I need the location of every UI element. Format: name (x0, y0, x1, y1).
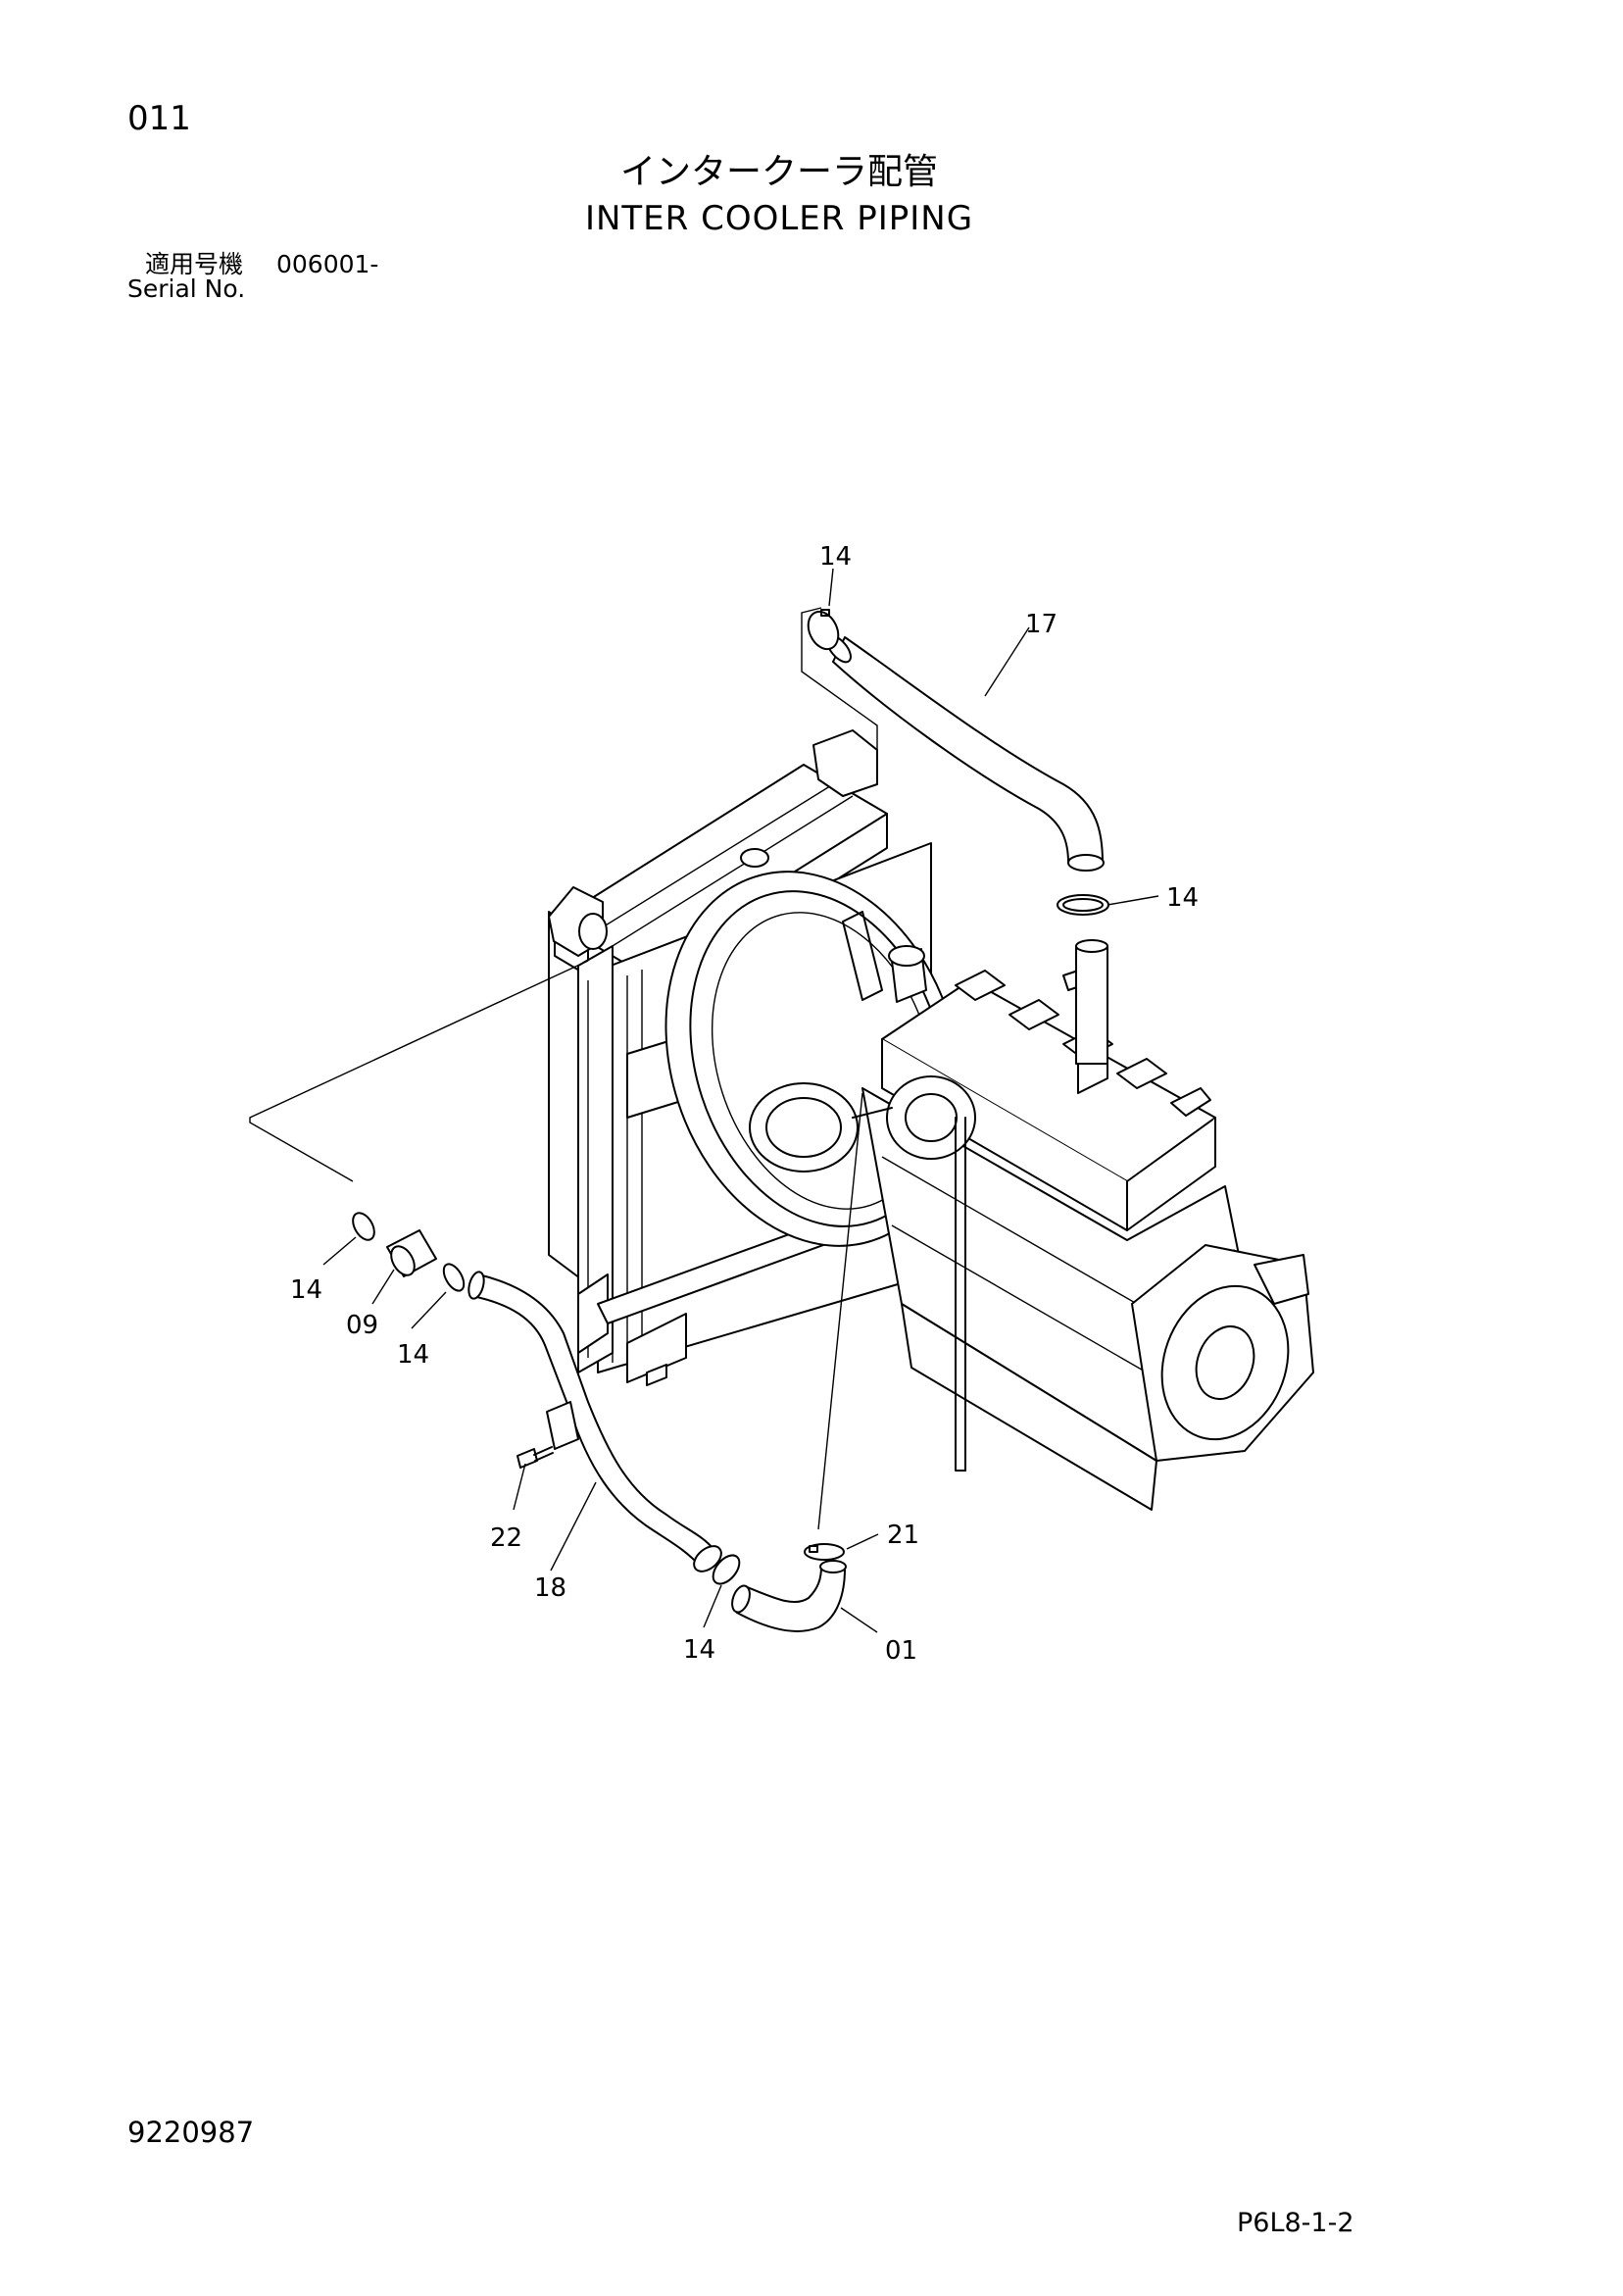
engine-assembly (749, 945, 1314, 1511)
document-number: 9220987 (127, 2116, 255, 2149)
serial-range-value: 006001- (276, 250, 379, 278)
callout-09: 09 (346, 1311, 378, 1340)
flywheel-housing (1131, 1244, 1314, 1462)
callout-22: 22 (490, 1523, 522, 1553)
callout-17: 17 (1025, 610, 1057, 639)
callout-14-bottom: 14 (683, 1635, 715, 1665)
callout-14-mid: 14 (397, 1340, 429, 1370)
clamp-14-bottom (712, 1554, 741, 1585)
clamp-14-left (352, 1212, 375, 1241)
callout-14-left: 14 (290, 1275, 322, 1305)
hose-09 (386, 1229, 437, 1277)
serial-label-english: Serial No. (127, 275, 246, 303)
bolt-22 (516, 1446, 554, 1469)
callout-21: 21 (887, 1521, 919, 1550)
hose-01 (731, 1560, 847, 1633)
callout-14-right: 14 (1166, 883, 1199, 913)
callout-14-top: 14 (819, 542, 852, 572)
turbocharger (749, 1075, 976, 1173)
page-code: P6L8-1-2 (1237, 2208, 1354, 2238)
pipe-18 (467, 1271, 722, 1572)
clamp-14-right (1057, 894, 1109, 916)
clamp-14-mid (442, 1263, 466, 1292)
clamp-14-top (807, 609, 840, 651)
page-number: 011 (127, 99, 191, 138)
page-title-japanese: インタークーラ配管 (619, 152, 938, 192)
callout-leaders (322, 568, 1159, 1633)
intake-elbow (1075, 939, 1108, 1065)
clamp-21 (804, 1543, 845, 1561)
hose-17 (826, 634, 1105, 872)
page-title-english: INTER COOLER PIPING (584, 199, 974, 238)
callout-01: 01 (885, 1636, 917, 1666)
callout-18: 18 (534, 1573, 566, 1603)
serial-label-japanese: 適用号機 (145, 250, 244, 278)
